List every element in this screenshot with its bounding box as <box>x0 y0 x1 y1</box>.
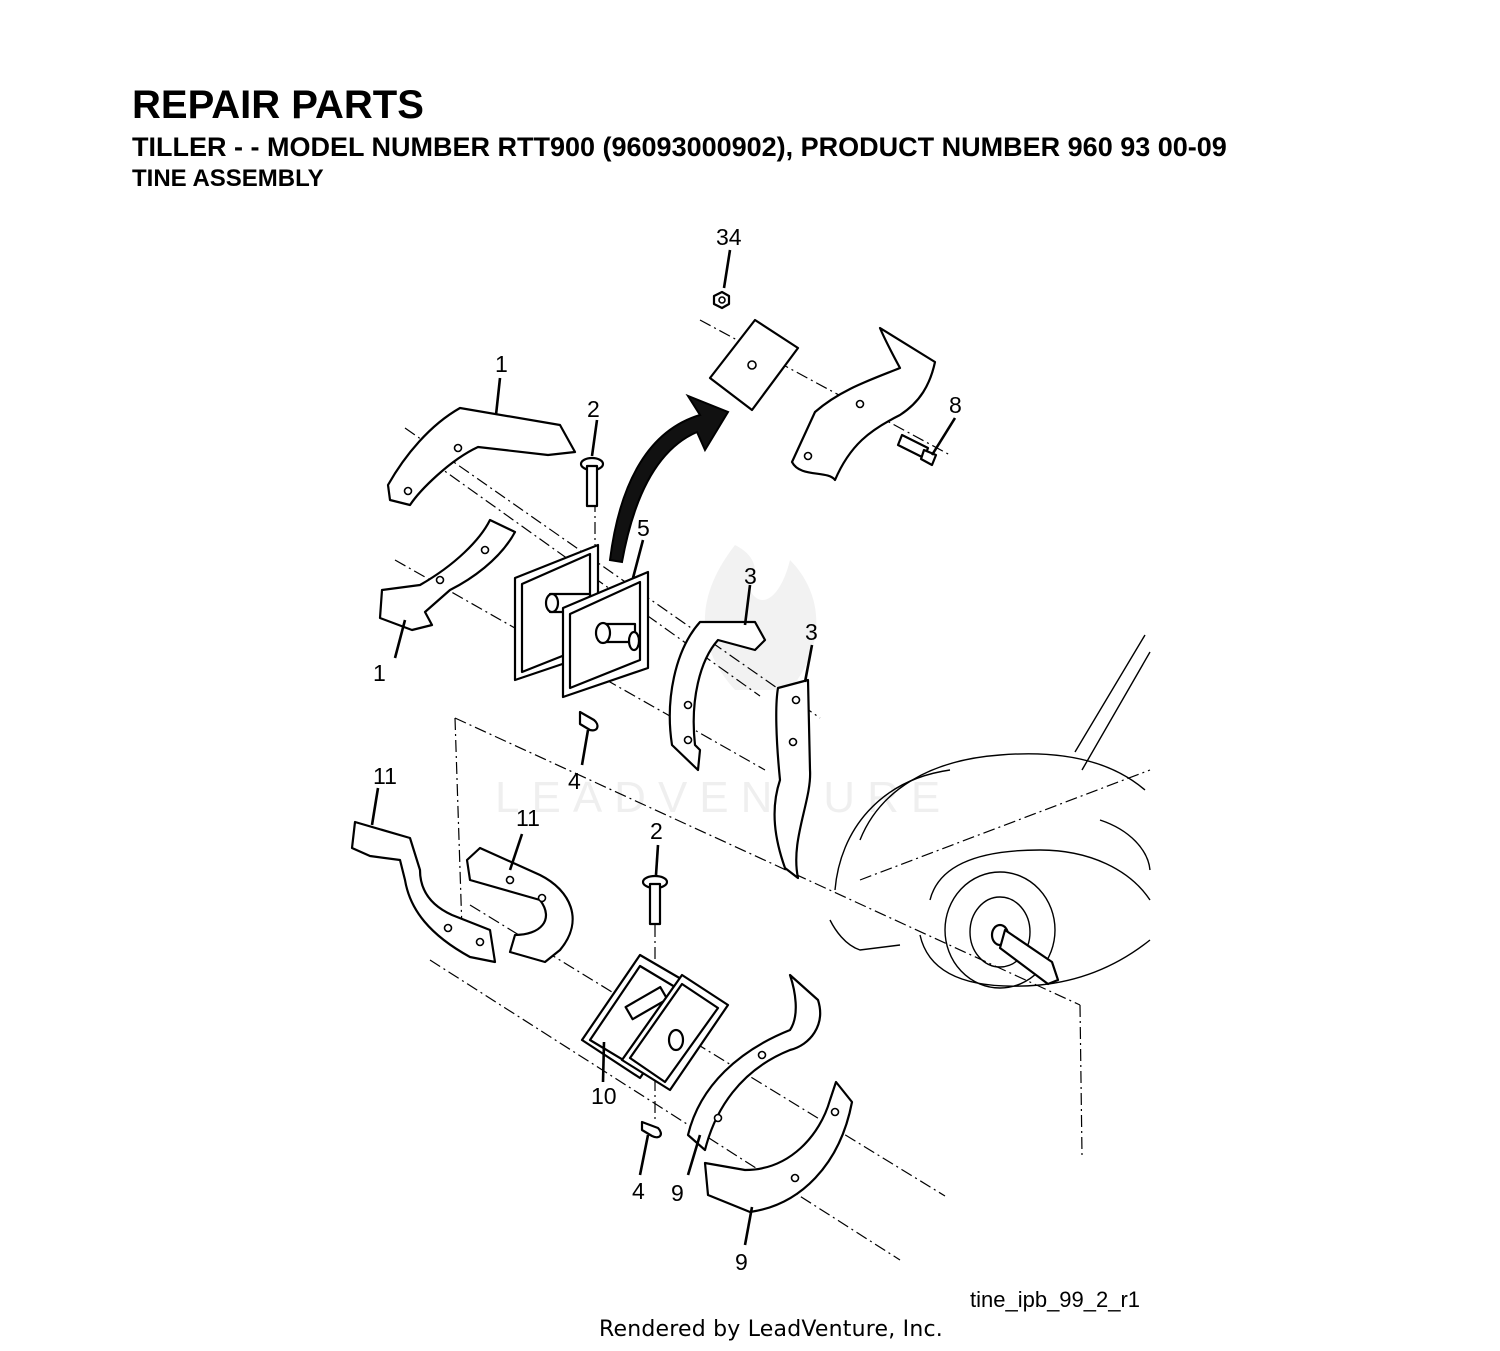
part-3-tine-b <box>773 678 812 880</box>
callout-4-bottom: 4 <box>632 1178 645 1204</box>
callout-8: 8 <box>949 392 962 418</box>
part-1-lower-tine <box>378 518 517 632</box>
part-9-tine-b <box>703 1080 854 1214</box>
callout-10: 10 <box>591 1083 617 1109</box>
rendered-by-footer: Rendered by LeadVenture, Inc. <box>599 1317 943 1342</box>
callout-3-a: 3 <box>744 563 757 589</box>
callout-3-b: 3 <box>805 619 818 645</box>
leader-lines <box>370 249 957 1246</box>
callout-1-bottom: 1 <box>373 660 386 686</box>
callout-2-top: 2 <box>587 396 600 422</box>
part-11-tine-b <box>465 846 574 964</box>
callout-labels: 34 1 2 8 5 3 3 1 4 11 11 2 10 4 9 9 <box>373 224 962 1275</box>
callout-11-b: 11 <box>516 805 540 831</box>
callout-11-a: 11 <box>373 763 397 789</box>
callout-9-a: 9 <box>671 1180 684 1206</box>
part-4-lower-clip <box>640 1120 662 1139</box>
callout-4-top: 4 <box>568 768 581 794</box>
figure-id: tine_ipb_99_2_r1 <box>970 1287 1141 1312</box>
tiller-housing <box>829 634 1151 989</box>
direction-arrow <box>608 393 730 564</box>
part-10-flange <box>580 953 730 1092</box>
part-5-flange <box>513 543 650 699</box>
part-11-tine-a <box>350 820 497 964</box>
model-subtitle: TILLER - - MODEL NUMBER RTT900 (96093000… <box>132 132 1227 162</box>
section-title: TINE ASSEMBLY <box>132 165 324 192</box>
part-3-tine-a <box>668 620 767 772</box>
part-8-bolt <box>896 433 938 467</box>
detail-flange-tine <box>708 318 937 482</box>
part-4-upper-clip <box>578 710 599 732</box>
callout-9-b: 9 <box>735 1249 748 1275</box>
part-2-upper-pin <box>579 456 605 508</box>
part-1-upper-tine <box>386 406 577 507</box>
callout-1-top: 1 <box>495 351 508 377</box>
callout-5: 5 <box>637 515 650 541</box>
page-title: REPAIR PARTS <box>132 83 424 127</box>
callout-2-bottom: 2 <box>650 818 663 844</box>
part-9-tine-a <box>686 973 822 1152</box>
header: REPAIR PARTS TILLER - - MODEL NUMBER RTT… <box>132 82 1227 194</box>
part-34-nut <box>712 290 731 310</box>
callout-34: 34 <box>716 224 742 250</box>
part-2-lower-pin <box>641 874 669 926</box>
watermark-logo <box>704 545 817 690</box>
